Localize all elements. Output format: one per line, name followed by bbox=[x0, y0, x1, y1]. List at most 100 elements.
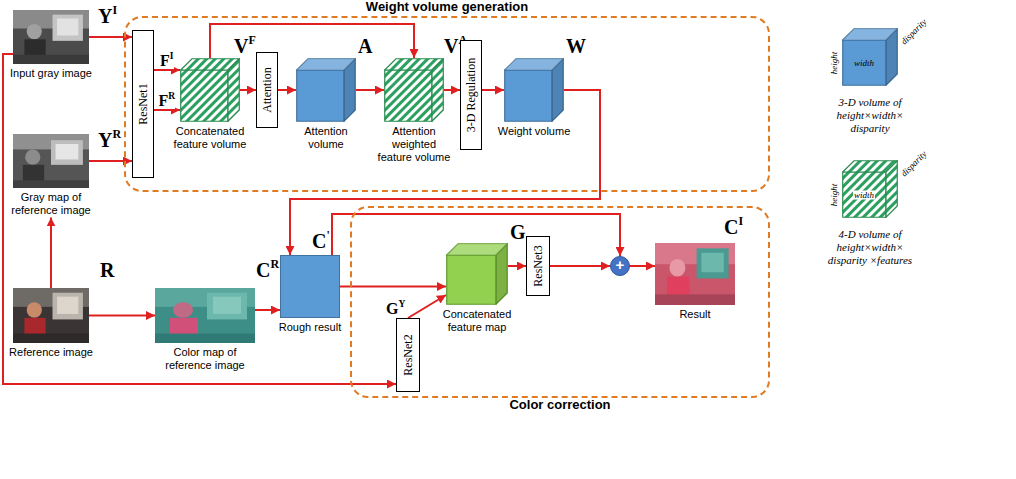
symbol-superscript: R bbox=[168, 90, 175, 101]
volume-node: WWeight volume bbox=[494, 58, 574, 138]
flow-arrow bbox=[154, 109, 180, 111]
flow-arrow bbox=[240, 89, 256, 91]
flow-arrow bbox=[444, 89, 460, 91]
volume-node: VFConcatenated feature volume bbox=[170, 58, 250, 151]
edge-label: FR bbox=[159, 93, 176, 109]
cube-drawing bbox=[446, 243, 508, 305]
flow-arrow bbox=[508, 265, 526, 267]
sum-sign: + bbox=[611, 257, 629, 273]
flow-arrow bbox=[255, 309, 280, 311]
symbol-base: F bbox=[159, 92, 169, 109]
caption: Weight volume bbox=[494, 125, 574, 138]
flow-arrow bbox=[408, 295, 446, 318]
cube-drawing bbox=[504, 58, 564, 122]
symbol-base: A bbox=[358, 35, 372, 57]
caption: Concatenated feature volume bbox=[170, 125, 250, 151]
symbol-superscript: R bbox=[112, 127, 121, 141]
symbol-label: C' bbox=[312, 231, 330, 251]
volume-cube bbox=[504, 58, 564, 122]
flow-arrow bbox=[154, 69, 180, 71]
symbol-label: R bbox=[100, 260, 114, 280]
process-box: ResNet2 bbox=[396, 318, 420, 392]
symbol-label: YR bbox=[98, 130, 121, 150]
axis-label: height bbox=[830, 52, 839, 75]
symbol-superscript: I bbox=[170, 50, 174, 61]
flow-arrow bbox=[50, 217, 52, 288]
cube-drawing bbox=[296, 58, 356, 122]
symbol-superscript: I bbox=[738, 214, 743, 228]
flow-arrow bbox=[332, 214, 620, 256]
process-box: ResNet1 bbox=[132, 30, 154, 178]
flow-arrow bbox=[356, 89, 384, 91]
image-illustration bbox=[13, 10, 89, 64]
volume-node: VAAttention weighted feature volume bbox=[374, 58, 454, 165]
caption: Color map of reference image bbox=[150, 346, 260, 372]
cube-drawing bbox=[384, 58, 444, 122]
caption: Concatenated feature map bbox=[432, 308, 522, 334]
axis-label: disparity bbox=[899, 17, 928, 46]
axis-label: disparity bbox=[899, 149, 928, 178]
symbol-base: V bbox=[444, 35, 458, 57]
symbol-superscript: Y bbox=[398, 298, 405, 309]
flow-arrow bbox=[89, 315, 155, 317]
caption: Attention volume bbox=[286, 125, 366, 151]
legend-text: 4-D volume of height×width× disparity ×f… bbox=[820, 228, 920, 268]
edge-label: GY bbox=[386, 301, 405, 317]
image-node: CRColor map of reference image bbox=[150, 288, 260, 372]
image-frame bbox=[13, 134, 89, 188]
flow-arrow bbox=[550, 265, 610, 267]
process-label: ResNet2 bbox=[401, 334, 416, 375]
volume-cube bbox=[446, 243, 508, 305]
volume-node: GConcatenated feature map bbox=[432, 243, 522, 334]
symbol-base: C bbox=[256, 259, 270, 281]
symbol-base: R bbox=[100, 259, 114, 281]
flow-arrow bbox=[210, 24, 414, 58]
symbol-label: CI bbox=[724, 217, 743, 237]
image-frame bbox=[655, 243, 735, 305]
symbol-label: VF bbox=[234, 36, 256, 56]
image-illustration bbox=[655, 243, 735, 305]
process-label: Attention bbox=[260, 67, 275, 112]
symbol-label: W bbox=[566, 36, 586, 56]
process-box: 3-D Regulation bbox=[460, 40, 482, 150]
axis-label: width bbox=[853, 191, 875, 200]
symbol-superscript: R bbox=[270, 257, 279, 271]
symbol-label: CR bbox=[256, 260, 279, 280]
process-label: ResNet1 bbox=[136, 83, 151, 124]
volume-node: AAttention volume bbox=[286, 58, 366, 151]
dashed-region: Weight volume generationResNet1VFConcate… bbox=[124, 16, 770, 192]
flow-arrow bbox=[340, 286, 446, 288]
symbol-base: Y bbox=[98, 129, 112, 151]
process-label: 3-D Regulation bbox=[464, 58, 479, 132]
image-frame bbox=[13, 10, 89, 64]
symbol-base: C bbox=[724, 216, 738, 238]
region-title: Weight volume generation bbox=[126, 0, 768, 14]
image-frame bbox=[13, 288, 89, 343]
symbol-base: F bbox=[160, 52, 170, 69]
flow-arrow bbox=[278, 89, 296, 91]
flow-arrow bbox=[3, 54, 396, 384]
volume-cube bbox=[384, 58, 444, 122]
process-box: Attention bbox=[256, 52, 278, 128]
image-illustration bbox=[13, 134, 89, 188]
image-frame bbox=[155, 288, 255, 343]
axis-label: height bbox=[830, 184, 839, 207]
symbol-label: G bbox=[510, 222, 526, 242]
image-node: YIInput gray image bbox=[6, 10, 96, 80]
result-square: C'Rough result bbox=[270, 255, 350, 334]
symbol-superscript: I bbox=[112, 3, 117, 17]
symbol-base: G bbox=[510, 221, 526, 243]
volume-cube bbox=[296, 58, 356, 122]
caption: Rough result bbox=[270, 321, 350, 334]
sum-circle: + bbox=[610, 256, 630, 276]
image-node: YRGray map of reference image bbox=[6, 134, 96, 217]
symbol-base: G bbox=[386, 300, 398, 317]
symbol-label: YI bbox=[98, 6, 117, 26]
caption: Attention weighted feature volume bbox=[374, 125, 454, 165]
symbol-base: V bbox=[234, 35, 248, 57]
image-node: CIResult bbox=[650, 243, 740, 321]
volume-cube bbox=[180, 58, 240, 122]
symbol-label: A bbox=[358, 36, 372, 56]
caption: Input gray image bbox=[6, 67, 96, 80]
image-illustration bbox=[155, 288, 255, 343]
